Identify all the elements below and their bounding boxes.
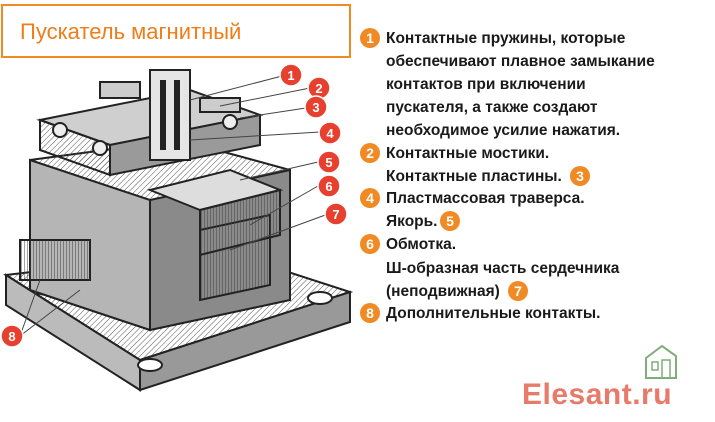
svg-text:4: 4 bbox=[326, 126, 334, 141]
callout-4: 4 bbox=[318, 121, 342, 145]
callout-8: 8 bbox=[0, 324, 24, 348]
legend-badge-5: 5 bbox=[440, 211, 460, 231]
legend-badge-1: 1 bbox=[360, 28, 380, 48]
callout-1: 1 bbox=[279, 63, 303, 87]
callout-3: 3 bbox=[304, 95, 328, 119]
legend-item-2: Контактные мостики. bbox=[386, 145, 550, 162]
legend-item-1-line-5: необходимое усилие нажатия. bbox=[386, 122, 621, 139]
svg-text:3: 3 bbox=[312, 100, 319, 115]
legend: 1 Контактные пружины, которые обеспечива… bbox=[358, 0, 715, 330]
svg-text:8: 8 bbox=[8, 329, 15, 344]
legend-item-1-line-1: Контактные пружины, которые bbox=[386, 30, 626, 47]
legend-badge-3: 3 bbox=[570, 166, 590, 186]
legend-item-7-line-2: (неподвижная) bbox=[386, 283, 500, 300]
legend-item-3: Контактные пластины. bbox=[386, 168, 562, 185]
legend-item-1-line-3: контактов при включении bbox=[386, 76, 586, 93]
callout-7: 7 bbox=[324, 202, 348, 226]
legend-item-7-line-1: Ш-образная часть сердечника bbox=[386, 260, 620, 277]
svg-text:5: 5 bbox=[325, 155, 332, 170]
legend-badge-2: 2 bbox=[360, 143, 380, 163]
legend-badge-6: 6 bbox=[360, 234, 380, 254]
legend-item-1-line-4: пускателя, а также создают bbox=[386, 99, 598, 116]
legend-badge-8: 8 bbox=[360, 303, 380, 323]
svg-text:7: 7 bbox=[332, 207, 339, 222]
legend-item-1-line-2: обеспечивают плавное замыкание bbox=[386, 53, 655, 70]
legend-item-8: Дополнительные контакты. bbox=[386, 305, 601, 322]
callout-6: 6 bbox=[317, 174, 341, 198]
legend-badge-7: 7 bbox=[508, 281, 528, 301]
legend-item-4: Пластмассовая траверса. bbox=[386, 190, 585, 207]
legend-item-6: Обмотка. bbox=[386, 236, 457, 253]
callout-5: 5 bbox=[317, 150, 341, 174]
legend-item-5: Якорь. bbox=[386, 213, 438, 230]
brand-logo: Elesant.ru bbox=[522, 378, 673, 411]
title-box: Пускатель магнитный bbox=[1, 4, 351, 58]
svg-text:2: 2 bbox=[315, 81, 322, 96]
page-title: Пускатель магнитный bbox=[20, 19, 242, 44]
svg-text:1: 1 bbox=[287, 68, 294, 83]
traverse bbox=[149, 69, 191, 161]
house-logo-icon bbox=[645, 344, 677, 379]
legend-badge-4: 4 bbox=[360, 188, 380, 208]
contactor-diagram: 1 2 3 4 5 6 7 8 bbox=[0, 63, 354, 392]
aux-contacts bbox=[19, 239, 91, 281]
svg-text:6: 6 bbox=[325, 179, 332, 194]
